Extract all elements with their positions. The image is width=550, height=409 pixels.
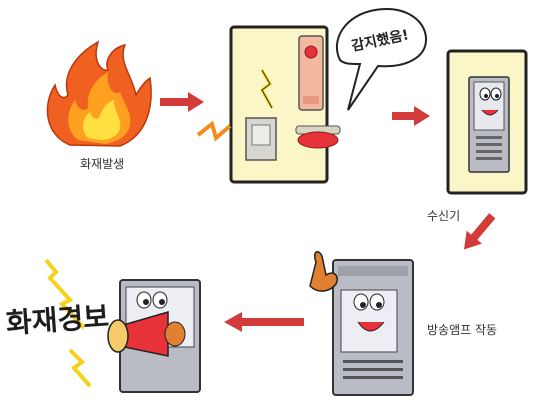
- signal-zigzag-icon: [196, 120, 232, 142]
- alarm-text: 화재경보: [5, 300, 110, 340]
- megaphone-icon: [107, 311, 186, 357]
- receiver-panel-icon: [468, 76, 510, 173]
- speech-bubble: [335, 8, 428, 111]
- alarm-zigzag-icon: [68, 348, 92, 388]
- amplifier-icon: [332, 259, 414, 396]
- alarm-zigzag-icon: [44, 258, 86, 330]
- arrow-icon: [224, 312, 304, 332]
- arrow-icon: [464, 213, 496, 250]
- fire-icon: [46, 40, 152, 147]
- arrow-icon: [160, 92, 204, 112]
- arrow-icon: [392, 106, 430, 126]
- smoke-detector-icon: [295, 125, 341, 149]
- receiver-label: 수신기: [427, 209, 460, 223]
- fire-label: 화재발생: [80, 157, 124, 171]
- pointing-hand-icon: [309, 251, 338, 292]
- amp-label: 방송앰프 작동: [427, 323, 497, 337]
- detector-box: [229, 25, 329, 184]
